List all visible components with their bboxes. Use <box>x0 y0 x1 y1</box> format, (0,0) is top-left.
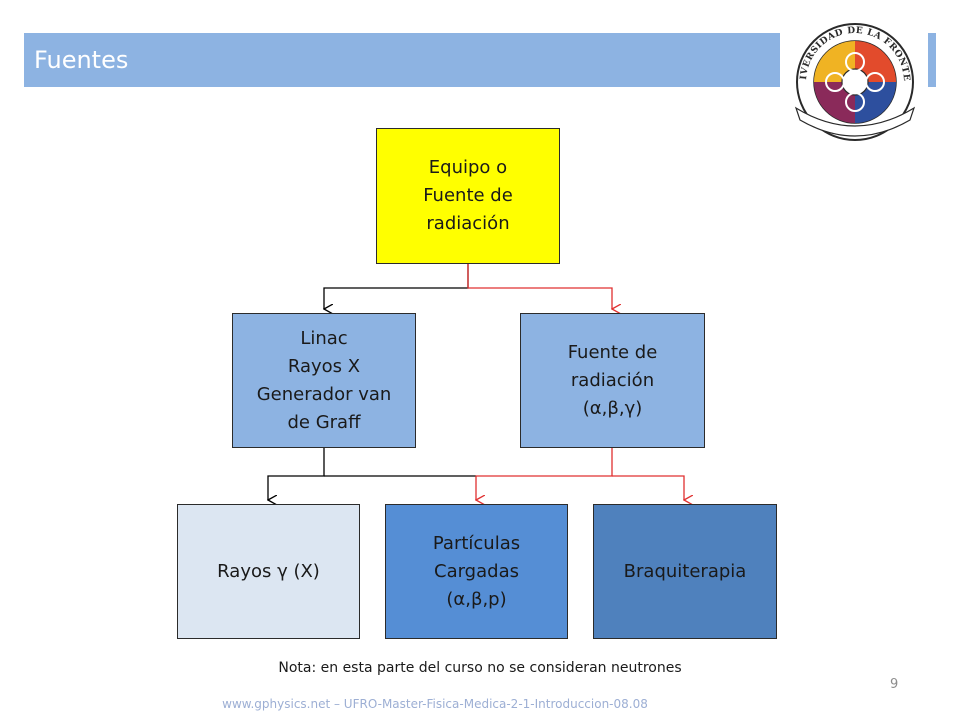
page-number: 9 <box>890 677 899 692</box>
connector-root-to-fuente <box>467 264 612 309</box>
title-bar-accent <box>928 33 936 87</box>
connector-linac-to-rayos <box>268 448 476 500</box>
node-linac-label: Linac Rayos X Generador van de Graff <box>256 327 392 433</box>
node-rayos-gamma-label: Rayos γ (X) <box>217 560 320 582</box>
node-linac: Linac Rayos X Generador van de Graff <box>232 313 416 448</box>
footer-source: www.gphysics.net – UFRO-Master-Fisica-Me… <box>222 697 648 711</box>
connector-fuente-to-particulas <box>476 448 613 500</box>
node-particulas-cargadas: Partículas Cargadas (α,β,p) <box>385 504 568 639</box>
node-braquiterapia-label: Braquiterapia <box>623 560 747 582</box>
connector-fuente-to-braquiterapia <box>612 475 684 500</box>
title-bar <box>24 33 780 87</box>
node-equipo-fuente: Equipo o Fuente de radiación <box>376 128 560 264</box>
university-seal-logo: UNIVERSIDAD DE LA FRONTERA <box>782 16 916 141</box>
slide-title: Fuentes <box>34 46 129 74</box>
connector-root-to-linac <box>324 264 469 309</box>
node-rayos-gamma: Rayos γ (X) <box>177 504 360 639</box>
node-braquiterapia: Braquiterapia <box>593 504 777 639</box>
node-fuente-radiacion-label: Fuente de radiación (α,β,γ) <box>567 341 658 419</box>
node-particulas-cargadas-label: Partículas Cargadas (α,β,p) <box>432 532 521 610</box>
footnote: Nota: en esta parte del curso no se cons… <box>278 660 682 676</box>
node-fuente-radiacion: Fuente de radiación (α,β,γ) <box>520 313 705 448</box>
node-equipo-fuente-label: Equipo o Fuente de radiación <box>423 157 513 234</box>
